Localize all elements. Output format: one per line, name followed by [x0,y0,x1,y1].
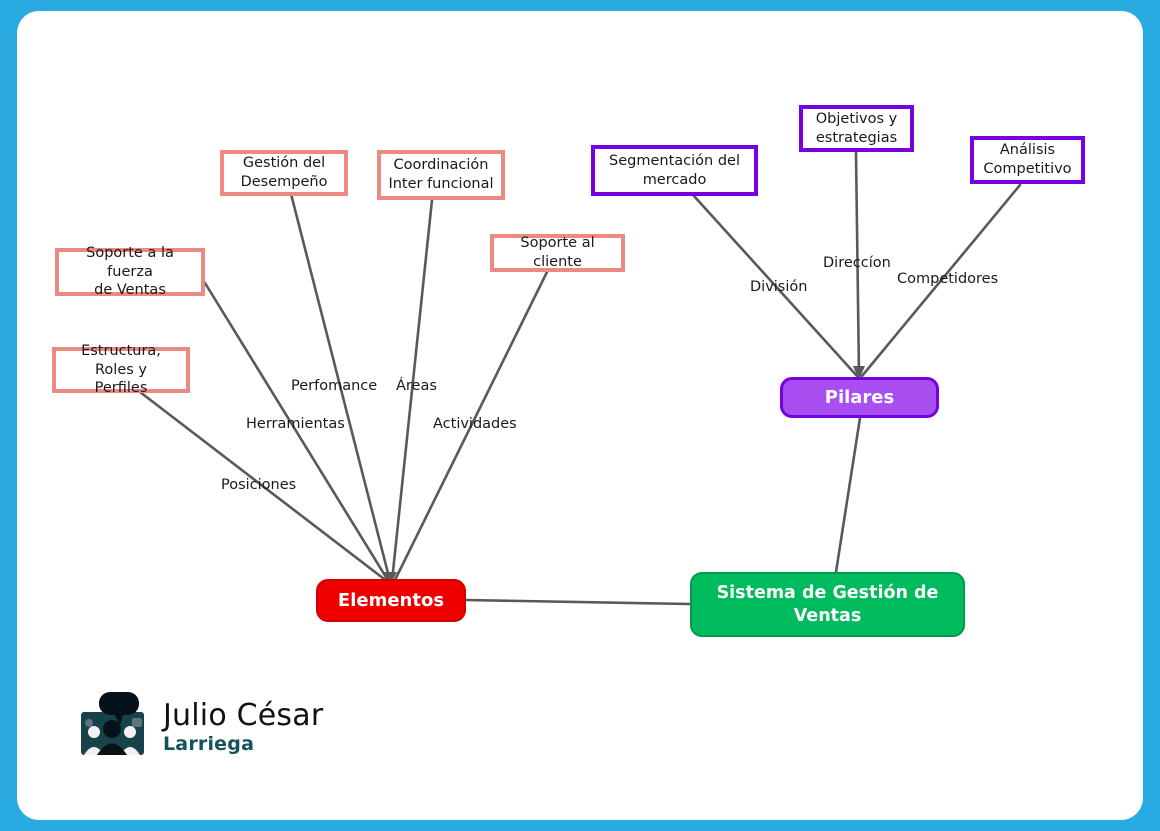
leaf-objetivos-estrategias[interactable]: Objetivos y estrategias [799,105,914,152]
edge-label-direccion: Direccíon [823,255,891,271]
leaf-label: Gestión del Desempeño [240,155,328,190]
signature-block: Julio César Larriega [80,692,323,762]
signature-first-name: Julio César [163,697,324,733]
leaf-label: Soporte a la fuerza de Ventas [86,245,174,299]
leaf-segmentacion-del-mercado[interactable]: Segmentación del mercado [591,145,758,196]
edge-label-competidores: Competidores [897,271,999,287]
node-elementos[interactable]: Elementos [316,579,466,622]
edge-label-perfomance: Perfomance [291,378,378,394]
leaf-coordinacion-inter-funcional[interactable]: Coordinación Inter funcional [377,150,505,200]
node-label: Elementos [337,589,445,611]
leaf-gestion-desempeno[interactable]: Gestión del Desempeño [220,150,348,196]
leaf-label: Análisis Competitivo [983,142,1072,177]
leaf-label: Segmentación del mercado [609,152,740,188]
leaf-estructura-roles-perfiles[interactable]: Estructura, Roles y Perfiles [52,343,190,396]
edge-label-areas: Áreas [396,378,437,394]
leaf-label: Estructura, Roles y Perfiles [81,343,161,397]
leaf-soporte-fuerza-ventas[interactable]: Soporte a la fuerza de Ventas [55,245,205,298]
leaf-soporte-al-cliente[interactable]: Soporte al cliente [490,234,625,272]
edge-label-division: División [750,279,808,295]
node-sistema-gestion-ventas[interactable]: Sistema de Gestión de Ventas [690,572,965,637]
node-label: Sistema de Gestión de Ventas [716,582,939,626]
leaf-label: Objetivos y estrategias [815,110,898,146]
leaf-label: Soporte al cliente [520,235,595,270]
leaf-analisis-competitivo[interactable]: Análisis Competitivo [970,136,1085,184]
signature-last-name: Larriega [163,732,255,755]
edge-label-posiciones: Posiciones [221,477,297,493]
node-label: Pilares [824,386,895,408]
signature-text: Julio César Larriega [163,697,324,755]
people-chat-logo-icon [80,692,152,762]
edge-label-herramientas: Herramientas [246,416,345,432]
leaf-label: Coordinación Inter funcional [388,157,494,192]
edge-label-actividades: Actividades [433,416,517,432]
node-pilares[interactable]: Pilares [780,377,939,418]
